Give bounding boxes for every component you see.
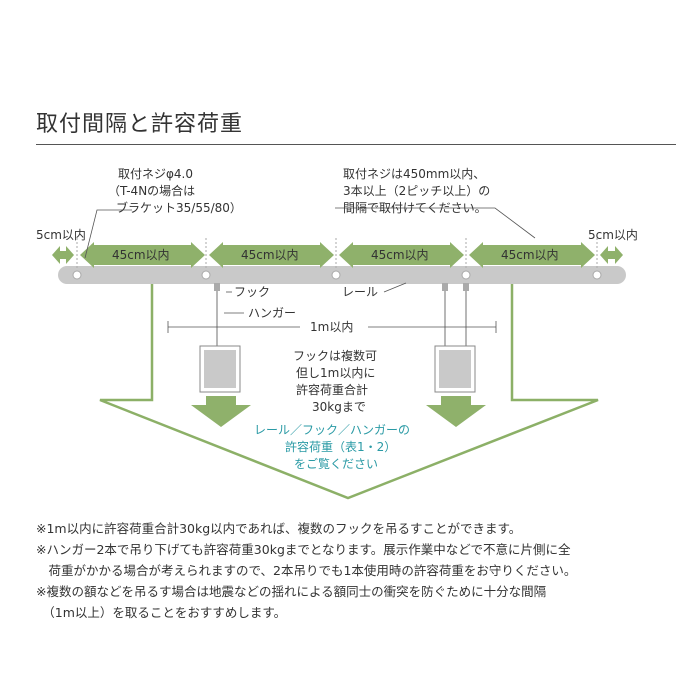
ref-note-line-1: レール／フック／ハンガーの — [254, 423, 410, 437]
span-label-3: 45cm以内 — [371, 248, 429, 262]
span-arrow-1 — [80, 242, 205, 268]
footnotes: ※1m以内に許容荷重合計30kg以内であれば、複数のフックを吊るすことができます… — [36, 518, 676, 623]
hook-right-b — [463, 283, 469, 291]
footnote-line: （1m以上）を取ることをおすすめします。 — [36, 605, 287, 620]
hook-right-a — [442, 283, 448, 291]
rail-leader-line — [383, 282, 407, 293]
ref-note-line-2: 許容荷重（表1・2） — [285, 439, 396, 454]
screw-point-4 — [461, 270, 471, 280]
rail-label: レール — [342, 285, 378, 299]
edge-arrow-left — [52, 246, 74, 264]
footnote-line: ※ハンガー2本で吊り下げても許容荷重30kgまでとなります。展示作業中などで不意… — [36, 542, 571, 557]
load-note-line-1: フックは複数可 — [293, 348, 377, 363]
page-title: 取付間隔と許容荷重 — [36, 112, 244, 137]
screw-point-2 — [201, 270, 211, 280]
mounting-diagram: 取付ネジφ4.0 （T-4Nの場合は ブラケット35/55/80） 取付ネジは4… — [36, 167, 638, 500]
rail — [58, 266, 626, 284]
load-down-arrow-right — [426, 396, 486, 427]
load-note-line-4: 30kgまで — [312, 400, 366, 414]
screw-leader-line — [84, 209, 132, 259]
edge-arrow-right — [600, 246, 623, 264]
hook-left — [214, 283, 220, 291]
span-label-1: 45cm以内 — [112, 248, 170, 262]
interval-callout-line-2: 3本以上（2ピッチ以上）の — [343, 184, 490, 198]
screw-callout-line-1: 取付ネジφ4.0 — [118, 167, 193, 181]
screw-point-5 — [592, 270, 602, 280]
interval-callout-line-1: 取付ネジは450mm以内、 — [343, 167, 485, 181]
span-arrow-2 — [209, 242, 334, 268]
span-label-4: 45cm以内 — [501, 248, 559, 262]
screw-callout-line-2: （T-4Nの場合は — [108, 183, 195, 198]
footnote-line: ※複数の額などを吊るす場合は地震などの揺れによる額同士の衝突を防ぐために十分な間… — [36, 584, 547, 599]
load-down-arrow-left — [191, 396, 251, 427]
span-arrow-4 — [469, 242, 595, 268]
interval-leader-line — [335, 207, 536, 239]
frame-right-inner — [439, 350, 471, 388]
load-note-line-3: 許容荷重合計 — [296, 382, 368, 397]
frame-left-inner — [204, 350, 236, 388]
screw-callout-line-3: ブラケット35/55/80） — [116, 200, 242, 215]
footnote-line: 荷重がかかる場合が考えられますので、2本吊りでも1本使用時の許容荷重をお守りくだ… — [36, 563, 577, 578]
interval-callout-line-3: 間隔で取付けてください。 — [343, 201, 487, 215]
title-divider — [36, 144, 676, 145]
screw-point-1 — [72, 270, 82, 280]
edge-label-right: 5cm以内 — [588, 228, 638, 242]
load-outline-arrow — [99, 280, 599, 500]
span-1m-label: 1m以内 — [310, 320, 353, 334]
span-label-2: 45cm以内 — [241, 248, 299, 262]
span-arrow-3 — [339, 242, 464, 268]
hanger-label: ハンガー — [248, 306, 296, 320]
screw-point-3 — [331, 270, 341, 280]
hook-label: フック — [234, 285, 270, 299]
ref-note-line-3: をご覧ください — [294, 456, 378, 471]
edge-label-left: 5cm以内 — [36, 228, 86, 242]
footnote-line: ※1m以内に許容荷重合計30kg以内であれば、複数のフックを吊るすことができます… — [36, 521, 522, 536]
load-note-line-2: 但し1m以内に — [296, 366, 375, 380]
